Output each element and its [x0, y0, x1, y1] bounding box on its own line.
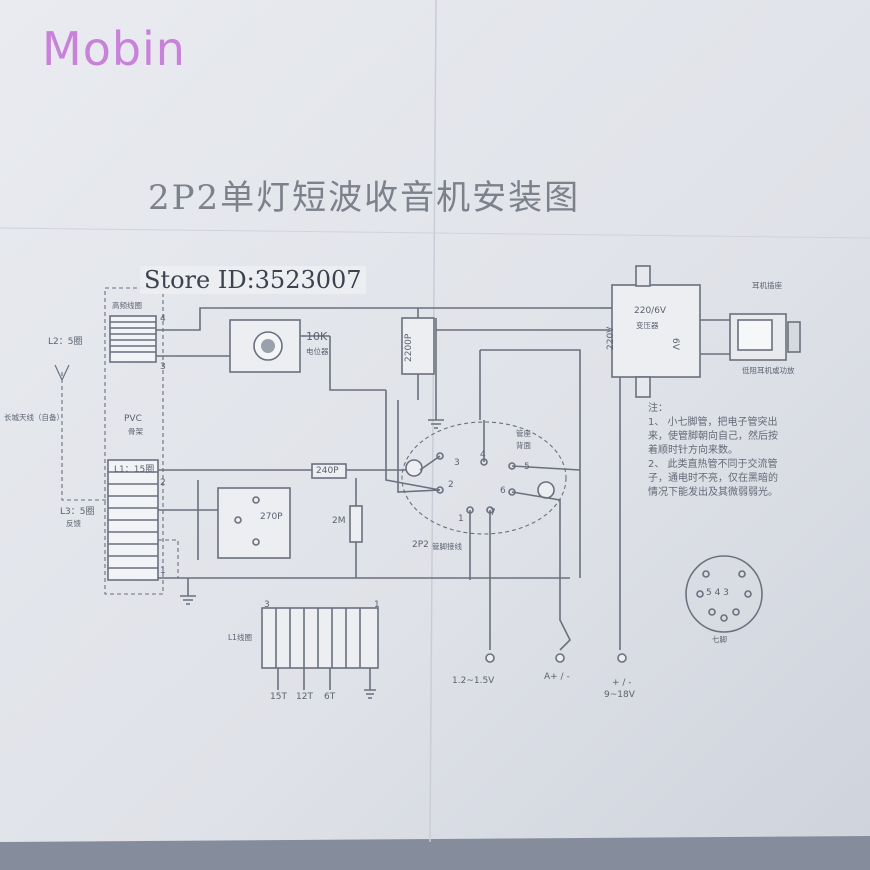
- diagram-title: 2P2单灯短波收音机安装图: [148, 178, 581, 218]
- transformer-220v: 220V: [606, 326, 616, 350]
- paper-sheet: [0, 0, 870, 842]
- tube-name: 2P2: [412, 540, 429, 550]
- tube-pin-4: 4: [480, 450, 486, 460]
- tube-pin-1: 1: [458, 514, 464, 524]
- pin-1: 1: [160, 566, 166, 576]
- l3-sub-label: 反馈: [66, 519, 81, 528]
- coil-top-label: 高频线圈: [112, 301, 142, 310]
- notes-line: 着顺时针方向来数。: [648, 445, 738, 456]
- turns-15t: 15T: [270, 692, 287, 702]
- pvc-sub-label: 骨架: [128, 427, 143, 436]
- pot-value: 10K: [306, 330, 328, 343]
- tube-sub: 管脚接线: [432, 542, 462, 551]
- tube-pin-6: 6: [500, 486, 506, 496]
- voltage-mid: A+ / -: [544, 672, 570, 682]
- coil-pin-3: 3: [264, 600, 270, 610]
- transformer-6v: 6V: [670, 338, 680, 350]
- pin-3: 3: [160, 362, 166, 372]
- l1-label: L1：15圈: [114, 465, 155, 475]
- notes-heading: 注：: [648, 403, 668, 414]
- transformer-name: 220/6V: [634, 306, 667, 316]
- store-id-banner: Store ID:3523007: [140, 266, 366, 294]
- socket-sub: 背面: [516, 441, 531, 450]
- notes-line: 来，使管脚朝向自己，然后按: [648, 431, 778, 442]
- turns-12t: 12T: [296, 692, 313, 702]
- pin-diagram-label: 七脚: [712, 635, 727, 644]
- pin-4: 4: [160, 314, 166, 324]
- earphone-bottom-label: 低阻耳机或功放: [742, 366, 795, 375]
- tube-pin-3: 3: [454, 458, 460, 468]
- notes-line: 1、 小七脚管，把电子管突出: [648, 417, 778, 428]
- voltage-plate: 9~18V: [604, 690, 635, 700]
- antenna-label: 长城天线（自备）: [4, 413, 64, 422]
- turns-6t: 6T: [324, 692, 336, 702]
- watermark: Mobin: [42, 22, 186, 76]
- notes-line: 情况下能发出及其微弱弱光。: [648, 487, 778, 498]
- pot-name: 电位器: [306, 347, 329, 356]
- notes-line: 2、 此类直热管不同于交流管: [648, 459, 778, 470]
- pin-2: 2: [160, 478, 166, 488]
- pvc-label: PVC: [124, 414, 142, 424]
- l2-label: L2：5圈: [48, 337, 83, 347]
- voltage-filament: 1.2~1.5V: [452, 676, 495, 686]
- socket-label: 管座: [516, 429, 531, 438]
- earphone-socket-label: 耳机插座: [752, 281, 782, 290]
- coil-pin-1: 1: [374, 600, 380, 610]
- res-2m-label: 2M: [332, 516, 346, 526]
- notes-line: 子，通电时不亮，仅在黑暗的: [648, 473, 778, 484]
- coil-bottom-label: L1线圈: [228, 633, 252, 642]
- notes-block: 注： 1、 小七脚管，把电子管突出 来，使管脚朝向自己，然后按 着顺时针方向来数…: [648, 402, 848, 500]
- pin-diagram-numbers: 5 4 3: [706, 588, 729, 598]
- cap-2200p-label: 2200P: [404, 333, 414, 362]
- tube-pin-2: 2: [448, 480, 454, 490]
- voltage-right-top: + / -: [612, 678, 632, 688]
- cap-270p-label: 270P: [260, 512, 283, 522]
- l3-label: L3：5圈: [60, 507, 95, 517]
- cap-240p-label: 240P: [316, 466, 339, 476]
- transformer-sub: 变压器: [636, 321, 659, 330]
- tube-pin-5: 5: [524, 462, 530, 472]
- tube-pin-7: 7: [490, 508, 496, 518]
